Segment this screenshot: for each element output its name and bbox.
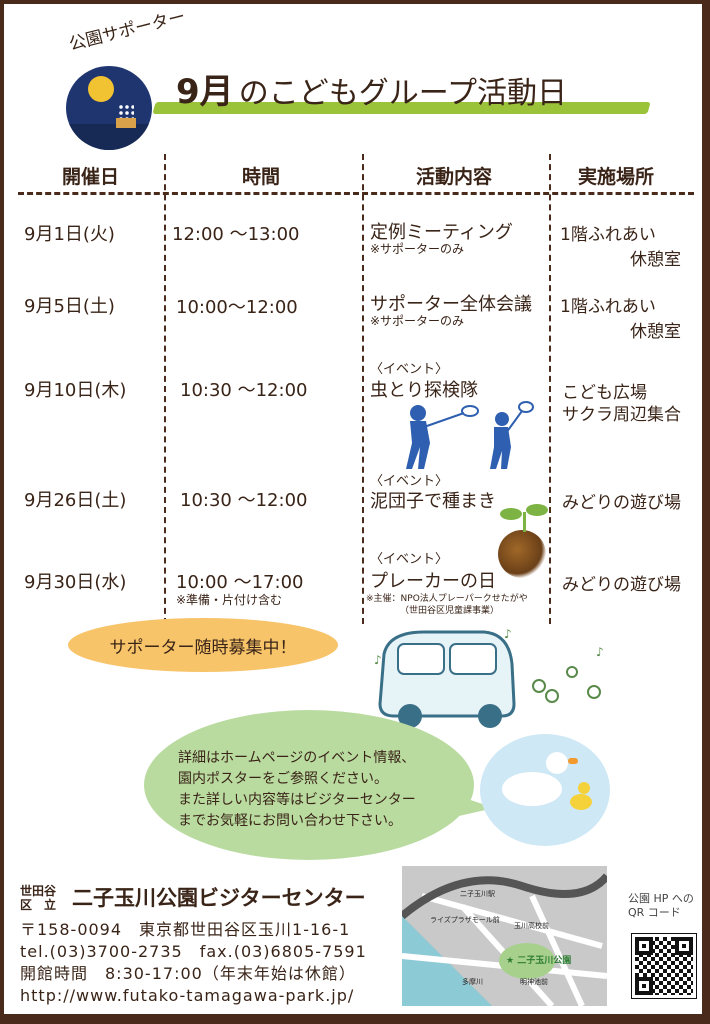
opening-hours: 開館時間 8:30-17:00（年末年始は休館）	[20, 964, 356, 983]
row-tag: 〈イベント〉	[370, 474, 449, 489]
row-time: 10:00〜12:00	[176, 297, 298, 318]
row-activity: 泥団子で種まき	[370, 491, 496, 512]
row-place: みどりの遊び場	[562, 493, 681, 513]
row-time: 10:30 〜12:00	[180, 490, 308, 511]
page-title: 9月 のこどもグループ活動日	[176, 64, 567, 113]
row-time-note: ※準備・片付け含む	[176, 593, 283, 607]
play-car-illustration: ♪ ♪ ♪	[374, 627, 604, 728]
bug-catching-kids-illustration	[406, 401, 534, 469]
col-divider	[549, 154, 551, 624]
ducks-illustration	[480, 734, 610, 846]
row-activity: プレーカーの日	[370, 571, 496, 592]
row-place: 休憩室	[630, 250, 681, 270]
row-note: ※サポーターのみ	[370, 242, 465, 256]
row-place: 休憩室	[630, 322, 681, 342]
svg-text:多摩川: 多摩川	[462, 977, 483, 986]
row-date: 9月1日(火)	[24, 224, 115, 245]
info-text: 詳細はホームページのイベント情報、 園内ポスターをご参照ください。 また詳しい内…	[178, 750, 416, 829]
title-rest: のこどもグループ活動日	[238, 76, 567, 111]
header-divider	[18, 192, 694, 195]
supporter-label: 公園サポーター	[67, 6, 188, 55]
row-time: 10:30 〜12:00	[180, 380, 308, 401]
flyer: 公園サポーター 9月 のこどもグループ活動日 開催日 時間 活動内容 実施場所 …	[4, 4, 702, 1014]
title-month: 9月	[176, 72, 234, 112]
website-url[interactable]: http://www.futako-tamagawa-park.jp/	[20, 986, 355, 1005]
row-activity: 虫とり探検隊	[370, 380, 478, 401]
svg-text:ライズプラザモール前: ライズプラザモール前	[430, 915, 500, 924]
row-place: 1階ふれあい	[560, 297, 656, 317]
row-activity: サポーター全体会議	[370, 294, 532, 315]
center-name: 二子玉川公園ビジターセンター	[72, 886, 366, 910]
col-header-time: 時間	[242, 166, 281, 188]
row-place: サクラ周辺集合	[562, 405, 681, 425]
row-tag: 〈イベント〉	[370, 552, 449, 567]
address: 〒158-0094 東京都世田谷区玉川1-16-1	[20, 920, 351, 939]
row-activity: 定例ミーティング	[370, 222, 513, 243]
row-place: こども広場	[562, 383, 647, 403]
row-note: ※主催：NPO法人プレーパークせたがや	[366, 594, 528, 604]
phone-fax: tel.(03)3700-2735 fax.(03)6805-7591	[20, 942, 367, 961]
recruit-badge: サポーター随時募集中！	[68, 618, 338, 672]
col-divider	[362, 154, 364, 624]
svg-text:♪: ♪	[374, 653, 382, 667]
col-header-date: 開催日	[62, 166, 120, 188]
sprout-icon	[500, 504, 550, 532]
svg-text:♪: ♪	[596, 645, 604, 659]
row-note: （世田谷区児童課事業）	[400, 606, 500, 616]
qr-code[interactable]	[631, 933, 697, 999]
info-bubble	[144, 710, 474, 860]
contact-info: 〒158-0094 東京都世田谷区玉川1-16-1 tel.(03)3700-2…	[20, 919, 367, 1007]
row-place: 1階ふれあい	[560, 225, 656, 245]
row-date: 9月26日(土)	[24, 490, 127, 511]
row-note: ※サポーターのみ	[370, 314, 465, 328]
row-time: 10:00 〜17:00	[176, 572, 304, 593]
svg-text:二子玉川駅: 二子玉川駅	[460, 890, 495, 898]
col-divider	[164, 154, 166, 624]
row-date: 9月10日(木)	[24, 380, 127, 401]
col-header-place: 実施場所	[578, 166, 655, 188]
row-time: 12:00 〜13:00	[172, 224, 300, 245]
qr-label: 公園 HP への QR コード	[628, 892, 694, 919]
map-park-label: ★ 二子玉川公園	[506, 955, 571, 966]
ward-label: 世田谷 区 立	[20, 884, 57, 912]
svg-text:♪: ♪	[504, 627, 512, 641]
col-header-activity: 活動内容	[416, 166, 493, 188]
row-tag: 〈イベント〉	[370, 362, 449, 377]
svg-text:玉川高校前: 玉川高校前	[514, 921, 549, 930]
mud-ball-sprout-illustration	[498, 530, 546, 578]
svg-text:明神池前: 明神池前	[520, 977, 548, 986]
recruit-text: サポーター随時募集中！	[109, 637, 297, 658]
moon-illustration	[66, 66, 152, 150]
row-date: 9月30日(水)	[24, 572, 127, 593]
row-place: みどりの遊び場	[562, 575, 681, 595]
row-date: 9月5日(土)	[24, 296, 115, 317]
area-map: 二子玉川駅 ライズプラザモール前 玉川高校前 明神池前 多摩川 ★ 二子玉川公園	[402, 866, 607, 1006]
